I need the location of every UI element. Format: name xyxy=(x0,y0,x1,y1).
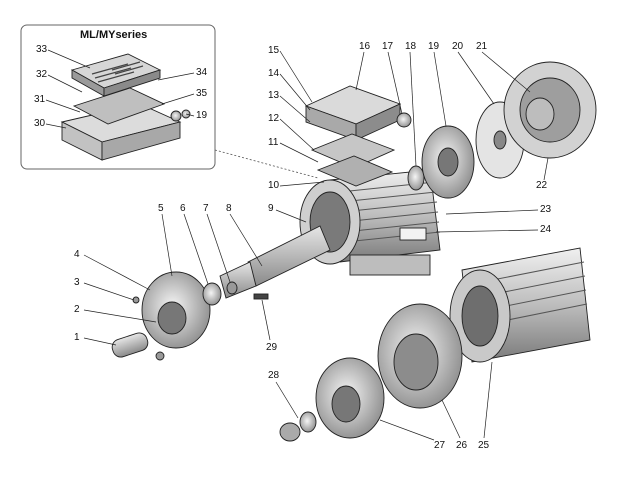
callout-12: 12 xyxy=(268,113,280,124)
nameplate xyxy=(399,227,427,241)
callout-11: 11 xyxy=(268,137,279,148)
callout-26: 26 xyxy=(456,440,468,451)
callout-32: 32 xyxy=(36,69,48,80)
callout-14: 14 xyxy=(268,68,280,79)
callout-2: 2 xyxy=(74,304,80,315)
callout-1: 1 xyxy=(74,332,80,343)
callout-21: 21 xyxy=(476,41,488,52)
callout-18: 18 xyxy=(405,41,417,52)
callout-30: 30 xyxy=(34,118,46,129)
callout-13: 13 xyxy=(268,90,280,101)
callout-6: 6 xyxy=(180,203,186,214)
callout-7: 7 xyxy=(203,203,209,214)
inset-callouts: 33 32 31 30 34 35 19 xyxy=(34,44,208,129)
callout-3: 3 xyxy=(74,277,80,288)
callout-15: 15 xyxy=(268,45,280,56)
callout-19-inset: 19 xyxy=(196,110,208,121)
callout-22: 22 xyxy=(536,180,548,191)
inset-pointer-line xyxy=(214,149,319,179)
callout-31: 31 xyxy=(34,94,46,105)
callout-34: 34 xyxy=(196,67,208,78)
inset-panel: ML/MYseries 33 32 31 30 xyxy=(20,24,216,170)
callout-23: 23 xyxy=(540,204,552,215)
callout-35: 35 xyxy=(196,88,208,99)
callout-4: 4 xyxy=(74,249,80,260)
callout-17: 17 xyxy=(382,41,394,52)
terminal-box xyxy=(304,85,412,187)
inset-terminal-box xyxy=(60,53,191,161)
front-end-shield xyxy=(111,271,269,361)
callout-8: 8 xyxy=(226,203,232,214)
callout-16: 16 xyxy=(359,41,371,52)
flange-motor-variant xyxy=(279,247,591,442)
callout-28: 28 xyxy=(268,370,280,381)
callout-5: 5 xyxy=(158,203,164,214)
callout-25: 25 xyxy=(478,440,490,451)
callout-20: 20 xyxy=(452,41,464,52)
callout-24: 24 xyxy=(540,224,552,235)
callout-27: 27 xyxy=(434,440,446,451)
callout-10: 10 xyxy=(268,180,280,191)
callout-9: 9 xyxy=(268,203,274,214)
callout-19: 19 xyxy=(428,41,440,52)
callout-29: 29 xyxy=(266,342,278,353)
callout-33: 33 xyxy=(36,44,48,55)
main-callouts: 1 2 3 4 5 6 7 8 9 10 11 12 13 14 15 16 1… xyxy=(74,41,552,451)
inset-title: ML/MYseries xyxy=(80,29,147,41)
rear-assembly xyxy=(407,61,597,199)
